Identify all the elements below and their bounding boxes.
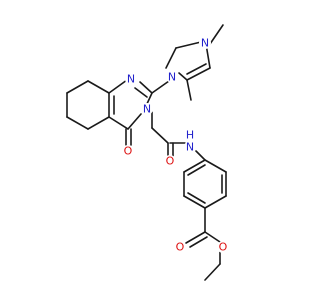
atom-o-ester: O (217, 241, 229, 254)
bond (185, 231, 206, 244)
bond (139, 81, 153, 94)
bond (204, 159, 227, 173)
bond (175, 41, 202, 49)
svg-text:N: N (186, 141, 194, 154)
atom-layer: N N N N O O N H (122, 37, 229, 254)
bond-layer (66, 24, 227, 281)
svg-text:N: N (201, 37, 209, 50)
bond (187, 164, 206, 176)
bond (195, 150, 206, 161)
bond (204, 195, 227, 209)
atom-h-amide: H (185, 129, 195, 142)
bond (204, 263, 221, 281)
atom-o-quinazolinone: O (122, 145, 134, 158)
bond (189, 236, 208, 248)
bond (204, 231, 221, 243)
bond (186, 79, 192, 101)
svg-text:N: N (127, 73, 135, 86)
bond (187, 192, 206, 204)
atom-n-pyrazole-1: N (166, 71, 178, 84)
bond (183, 195, 206, 209)
bond (127, 113, 142, 130)
atom-o-amide: O (164, 155, 176, 168)
molecule-structure: N N N N O O N H (66, 24, 229, 281)
svg-text:O: O (124, 145, 133, 158)
svg-text:O: O (219, 241, 228, 254)
bond (183, 159, 206, 173)
atom-o-ester-carbonyl: O (174, 241, 186, 254)
atom-n-pyrazole-2: N (199, 37, 211, 50)
bond (87, 80, 110, 94)
svg-text:O: O (166, 155, 175, 168)
bond (87, 116, 110, 130)
bond (186, 63, 207, 75)
bond (186, 67, 211, 81)
bond (165, 47, 177, 69)
bond (209, 24, 224, 45)
svg-text:N: N (168, 71, 176, 84)
bond (66, 80, 89, 94)
bond (178, 72, 188, 81)
svg-text:O: O (176, 241, 185, 254)
bond (134, 87, 148, 98)
atom-n-quinazoline-1: N (125, 73, 137, 86)
svg-text:H: H (186, 129, 194, 142)
atom-n-quinazoline-3: N (141, 103, 153, 116)
bond (151, 127, 169, 144)
bond (108, 79, 128, 94)
bond (66, 116, 89, 130)
bond (151, 80, 170, 94)
atom-n-amide: N (184, 141, 196, 154)
bond (108, 116, 129, 130)
svg-text:N: N (143, 103, 151, 116)
